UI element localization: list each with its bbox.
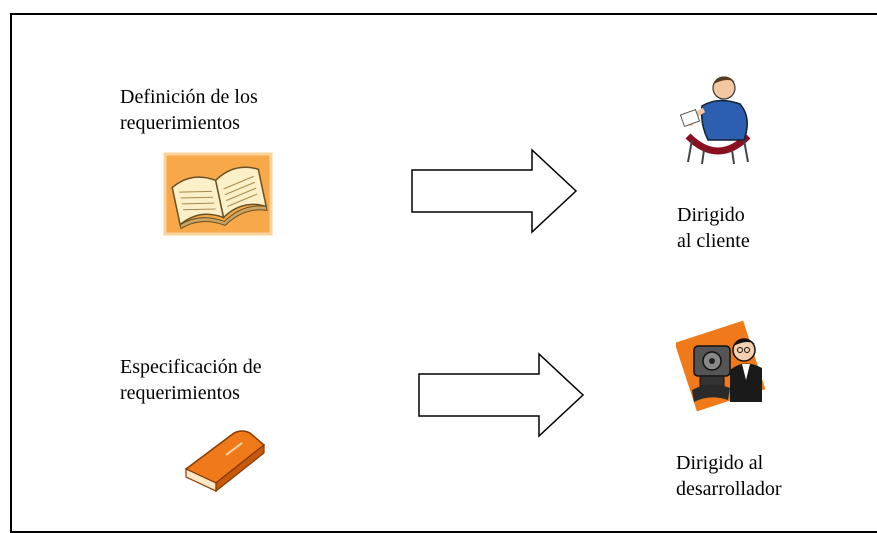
diagram-frame	[10, 13, 877, 533]
customer-person-icon	[679, 76, 751, 165]
definition-label: Definición de los requerimientos	[120, 86, 258, 134]
open-book-icon	[163, 152, 273, 236]
developer-label: Dirigido al desarrollador	[676, 452, 782, 500]
specification-label: Especificación de requerimientos	[120, 356, 262, 404]
client-label: Dirigido al cliente	[677, 204, 750, 252]
closed-orange-book-icon	[184, 430, 266, 493]
arrow-row1	[411, 148, 578, 234]
developer-with-machine-icon	[676, 320, 766, 412]
arrow-row2	[418, 352, 585, 438]
